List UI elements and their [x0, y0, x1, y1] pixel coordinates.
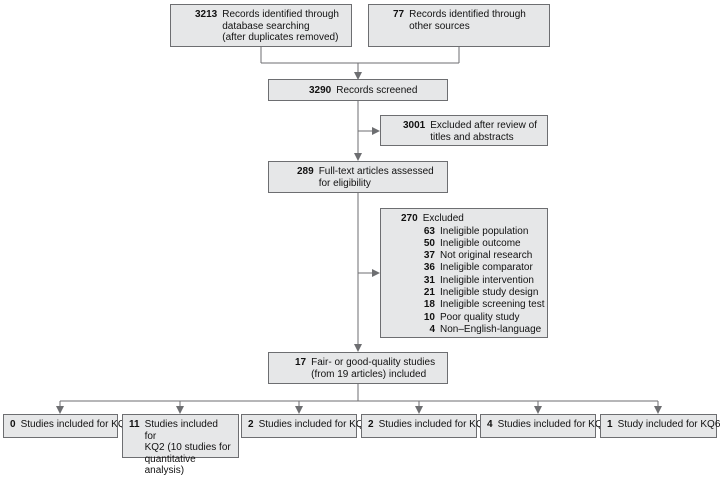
exclusion-reasons-list: 63 Ineligible population 50 Ineligible out… [401, 226, 547, 337]
kq1-text: Studies included for KQ1 [20, 419, 132, 430]
records-database-text: Records identified through database sear… [222, 9, 339, 43]
reason-text: Ineligible outcome [440, 237, 521, 249]
records-screened-count: 3290 [309, 85, 332, 96]
fulltext-assessed-text: Full-text articles assessed for eligibil… [318, 166, 434, 189]
records-screened-box: 3290 Records screened [268, 79, 448, 101]
kq5-count: 4 [487, 419, 493, 430]
reason-text: Not original research [440, 250, 533, 262]
exclusion-reason: 50 Ineligible outcome [401, 238, 547, 250]
records-other-text: Records identified through other sources [409, 9, 526, 32]
kq6-count: 1 [607, 419, 613, 430]
kq4-count: 2 [368, 419, 374, 430]
kq3-count: 2 [248, 419, 254, 430]
included-studies-box: 17 Fair- or good-quality studies (from 1… [268, 352, 448, 384]
exclusion-reason: 31 Ineligible intervention [401, 275, 547, 287]
kq1-count: 0 [10, 419, 16, 430]
fulltext-assessed-count: 289 [297, 166, 314, 177]
excluded-abstracts-box: 3001 Excluded after review of titles and… [380, 115, 548, 146]
kq5-text: Studies included for KQ5 [497, 419, 609, 430]
exclusion-reason: 4 Non–English-language [401, 324, 547, 336]
excluded-fulltext-count: 270 [401, 213, 418, 224]
excluded-abstracts-text: Excluded after review of titles and abst… [430, 120, 537, 143]
kq6-box: 1 Study included for KQ6 [600, 414, 720, 438]
kq3-box: 2 Studies included for KQ3 [241, 414, 369, 438]
included-studies-count: 17 [295, 357, 307, 368]
reason-text: Ineligible screening test [440, 299, 545, 311]
kq4-box: 2 Studies included for KQ4 [361, 414, 489, 438]
reason-text: Poor quality study [440, 311, 520, 323]
reason-count: 10 [423, 311, 435, 323]
prisma-flow-diagram: 3213 Records identified through database… [3, 4, 720, 476]
reason-count: 36 [423, 262, 435, 274]
kq3-text: Studies included for KQ3 [258, 419, 370, 430]
reason-text: Ineligible study design [440, 286, 539, 298]
connector-lines [56, 47, 662, 414]
reason-count: 18 [423, 299, 435, 311]
exclusion-reason: 18 Ineligible screening test [401, 299, 547, 311]
reason-count: 21 [423, 286, 435, 298]
included-studies-text: Fair- or good-quality studies (from 19 a… [311, 357, 436, 380]
reason-text: Ineligible population [440, 225, 529, 237]
reason-count: 31 [423, 274, 435, 286]
kq4-text: Studies included for KQ4 [378, 419, 490, 430]
reason-text: Non–English-language [440, 323, 542, 335]
reason-count: 4 [429, 323, 435, 335]
reason-text: Ineligible comparator [440, 262, 533, 274]
records-database-box: 3213 Records identified through database… [170, 4, 352, 47]
exclusion-reason: 63 Ineligible population [401, 226, 547, 238]
exclusion-reason: 36 Ineligible comparator [401, 262, 547, 274]
reason-count: 37 [423, 250, 435, 262]
kq2-text: Studies included for KQ2 (10 studies for… [144, 419, 231, 476]
kq5-box: 4 Studies included for KQ5 [480, 414, 608, 438]
kq6-text: Study included for KQ6 [617, 419, 721, 430]
records-other-count: 77 [393, 9, 405, 20]
kq2-count: 11 [129, 419, 140, 430]
fulltext-assessed-box: 289 Full-text articles assessed for elig… [268, 161, 448, 193]
exclusion-reason: 10 Poor quality study [401, 312, 547, 324]
excluded-fulltext-label: Excluded [422, 213, 464, 224]
records-screened-text: Records screened [336, 85, 418, 96]
records-database-count: 3213 [195, 9, 218, 20]
kq1-box: 0 Studies included for KQ1 [3, 414, 131, 438]
reason-count: 50 [423, 237, 435, 249]
exclusion-reason: 37 Not original research [401, 250, 547, 262]
records-other-box: 77 Records identified through other sour… [368, 4, 550, 47]
exclusion-reason: 21 Ineligible study design [401, 287, 547, 299]
excluded-abstracts-count: 3001 [403, 120, 426, 131]
reason-count: 63 [423, 225, 435, 237]
reason-text: Ineligible intervention [440, 274, 534, 286]
kq2-box: 11 Studies included for KQ2 (10 studies … [122, 414, 239, 476]
